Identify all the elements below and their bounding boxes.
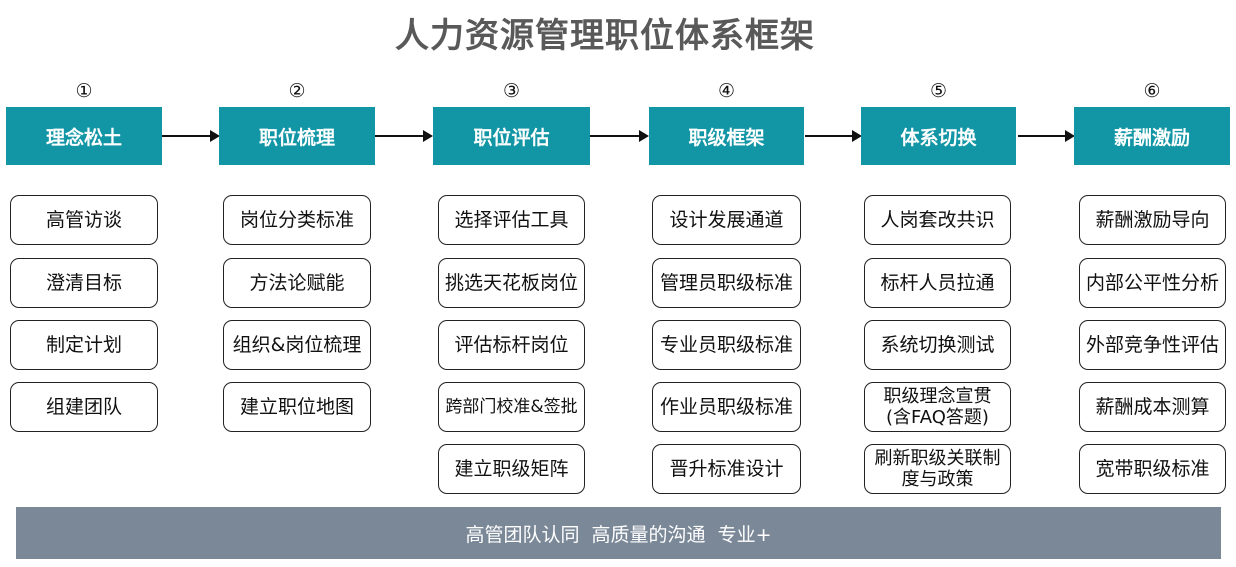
task-box: 人岗套改共识 — [864, 195, 1011, 245]
task-box: 方法论赋能 — [223, 258, 371, 308]
task-box: 职级理念宣贯(含FAQ答题) — [864, 382, 1011, 432]
flow-arrow-5-6 — [1018, 130, 1075, 142]
task-box: 评估标杆岗位 — [438, 320, 585, 370]
task-box: 系统切换测试 — [864, 320, 1011, 370]
step-number: ③ — [502, 80, 521, 102]
step-number: ④ — [717, 80, 736, 102]
flow-arrow-4-5 — [805, 130, 862, 142]
task-box: 组建团队 — [10, 382, 158, 432]
task-box: 内部公平性分析 — [1079, 258, 1226, 308]
task-box: 晋升标准设计 — [652, 444, 801, 494]
phase-header: 体系切换 — [861, 107, 1016, 165]
phase-header: 职级框架 — [649, 107, 804, 165]
task-box: 宽带职级标准 — [1079, 444, 1226, 494]
task-box: 刷新职级关联制度与政策 — [864, 444, 1011, 494]
phase-header: 职位梳理 — [219, 107, 375, 165]
step-number: ⑥ — [1143, 80, 1161, 102]
phase-header: 理念松土 — [6, 107, 162, 165]
task-box: 制定计划 — [10, 320, 158, 370]
task-box: 管理员职级标准 — [652, 258, 801, 308]
task-box: 选择评估工具 — [438, 195, 585, 245]
task-box: 建立职级矩阵 — [438, 444, 585, 494]
task-box: 岗位分类标准 — [223, 195, 371, 245]
task-box: 跨部门校准&签批 — [438, 382, 585, 432]
flow-arrow-2-3 — [375, 130, 433, 142]
task-box: 设计发展通道 — [652, 195, 801, 245]
flow-arrow-1-2 — [162, 130, 220, 142]
page-title: 人力资源管理职位体系框架 — [395, 16, 815, 56]
task-box: 薪酬成本测算 — [1079, 382, 1226, 432]
task-box: 建立职位地图 — [223, 382, 371, 432]
task-box: 薪酬激励导向 — [1079, 195, 1226, 245]
flow-arrow-3-4 — [590, 130, 649, 142]
footer-banner: 高管团队认同 高质量的沟通 专业+ — [16, 507, 1221, 559]
step-number: ① — [75, 80, 93, 102]
task-box: 专业员职级标准 — [652, 320, 801, 370]
task-box: 作业员职级标准 — [652, 382, 801, 432]
task-box: 外部竞争性评估 — [1079, 320, 1226, 370]
step-number: ⑤ — [929, 80, 948, 102]
task-box: 挑选天花板岗位 — [438, 258, 585, 308]
step-number: ② — [288, 80, 306, 102]
task-box: 组织&岗位梳理 — [223, 320, 371, 370]
task-box: 澄清目标 — [10, 258, 158, 308]
phase-header: 薪酬激励 — [1074, 107, 1230, 165]
phase-header: 职位评估 — [433, 107, 590, 165]
task-box: 高管访谈 — [10, 195, 158, 245]
task-box: 标杆人员拉通 — [864, 258, 1011, 308]
